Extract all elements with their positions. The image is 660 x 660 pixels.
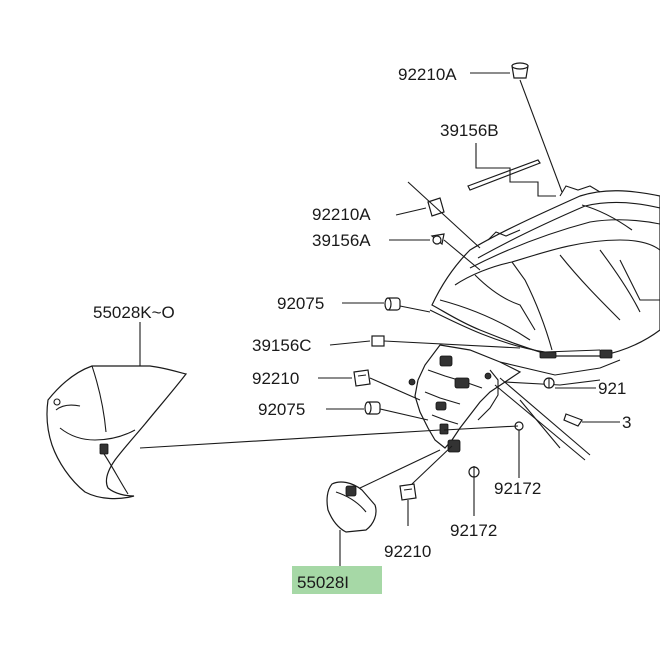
inner-cover-panel — [326, 481, 377, 533]
part-92172-screw-a — [514, 421, 524, 442]
callout-labels: 92210A 39156B 92210A 39156A 55028K~O 920… — [93, 65, 631, 592]
part-92210-clip-lower — [399, 483, 417, 501]
part-92172-screw-b — [468, 466, 480, 478]
callout-921-right: 921 — [598, 379, 626, 398]
highlight-55028I — [292, 566, 382, 594]
part-92210A-top — [511, 62, 529, 79]
callout-92210-clip: 92210 — [252, 369, 299, 388]
callout-92172-upper: 92172 — [494, 479, 541, 498]
callout-92210A-top: 92210A — [398, 65, 457, 84]
callout-39156C: 39156C — [252, 336, 312, 355]
part-92172-bolt-right — [543, 377, 555, 389]
callout-55028K-O: 55028K~O — [93, 303, 175, 322]
callout-92210A-mid: 92210A — [312, 205, 371, 224]
part-39156B-strip — [467, 159, 541, 191]
callout-55028I: 55028I — [297, 573, 349, 592]
side-fairing-panel — [46, 365, 188, 500]
part-39156A-pad — [430, 233, 445, 246]
part-39156C-pad — [371, 335, 385, 347]
callout-92075-lower: 92075 — [258, 400, 305, 419]
leader-lines — [139, 72, 620, 566]
callout-92172-lower: 92172 — [450, 521, 497, 540]
callout-39156A: 39156A — [312, 231, 371, 250]
cowl-stay-bracket — [408, 344, 621, 461]
part-92075-upper — [384, 297, 401, 311]
callout-39156B: 39156B — [440, 121, 499, 140]
part-rubber-right — [563, 413, 583, 427]
callout-3-right: 3 — [622, 413, 631, 432]
callout-92075-upper: 92075 — [277, 294, 324, 313]
part-92210-clip — [353, 369, 371, 387]
upper-cowl-assembly — [429, 185, 660, 357]
callout-92210-lower: 92210 — [384, 542, 431, 561]
part-92075-lower — [364, 401, 381, 415]
